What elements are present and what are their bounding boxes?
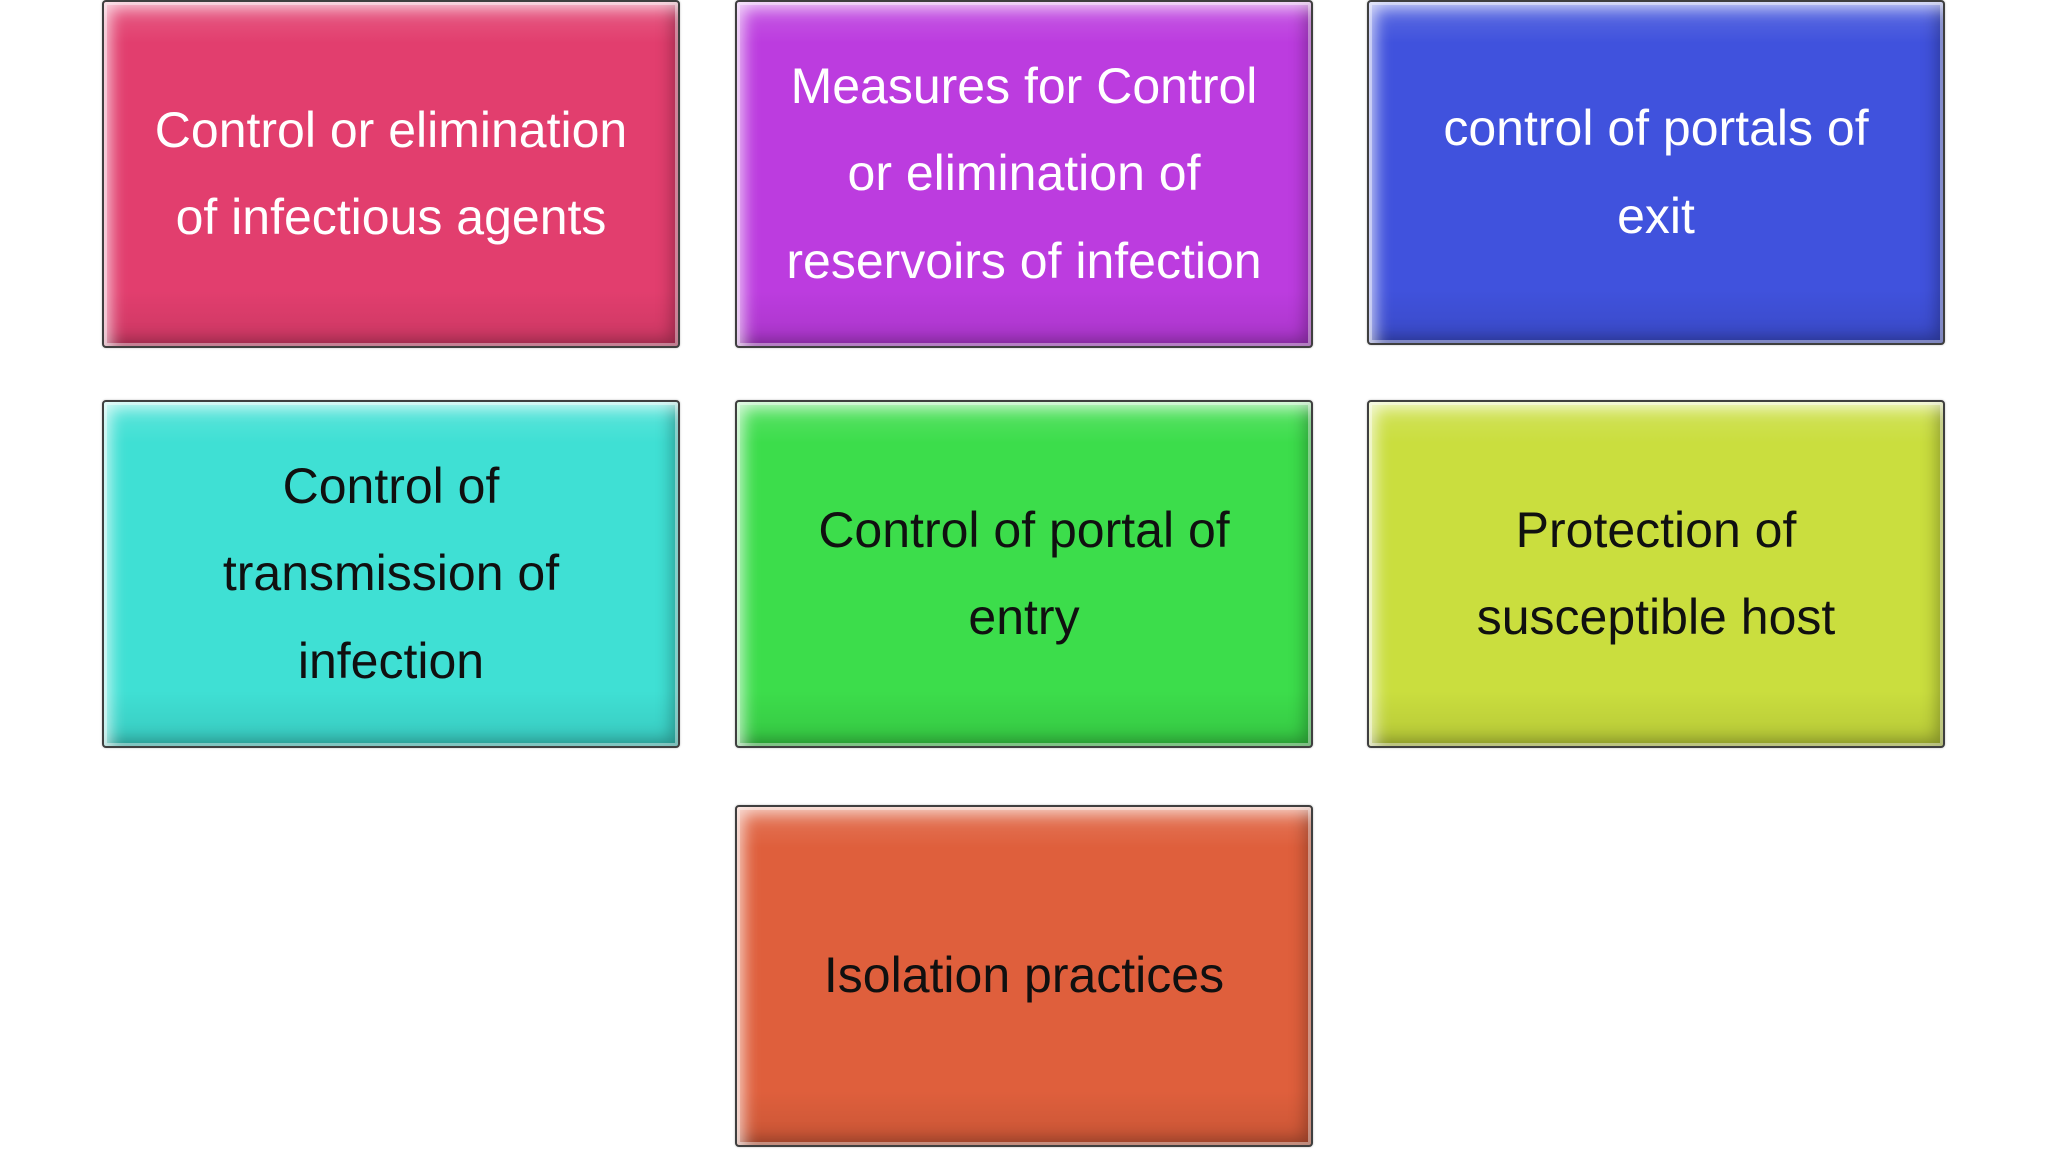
box-text-line: Control of portal of — [818, 501, 1230, 558]
box-control-or-elimination-of-infectious-agents: Control or elimination of infectious age… — [102, 0, 680, 348]
box-text-line: susceptible host — [1476, 589, 1836, 645]
box-isolation-practices: Isolation practices — [735, 805, 1313, 1147]
box-control-of-portals-of-exit: control of portals of exit — [1367, 0, 1945, 345]
box-text-line: Protection of — [1515, 501, 1797, 558]
box-text-line: infection — [297, 632, 485, 689]
box-text-line: exit — [1617, 187, 1695, 244]
box-control-of-portal-of-entry: Control of portal of entry — [735, 400, 1313, 748]
box-protection-of-susceptible-host: Protection of susceptible host — [1367, 400, 1945, 748]
box-text-line: transmission of — [222, 545, 560, 602]
box-measures-for-control-or-elimination-of-reservoirs-of-infection: Measures for Control or elimination of r… — [735, 0, 1313, 348]
box-text-line: reservoirs of infection — [786, 232, 1262, 289]
box-text-line: control of portals of — [1443, 100, 1869, 156]
box-text-line: entry — [968, 589, 1080, 645]
box-text-line: of infectious agents — [175, 189, 607, 245]
box-text-line: Measures for Control — [790, 57, 1258, 114]
box-text-line: or elimination of — [847, 145, 1201, 202]
box-control-of-transmission-of-infection: Control of transmission of infection — [102, 400, 680, 748]
box-text-line: Control of — [282, 457, 500, 514]
box-text-line: Isolation practices — [823, 947, 1225, 1004]
box-text-line: Control or elimination — [154, 101, 628, 158]
